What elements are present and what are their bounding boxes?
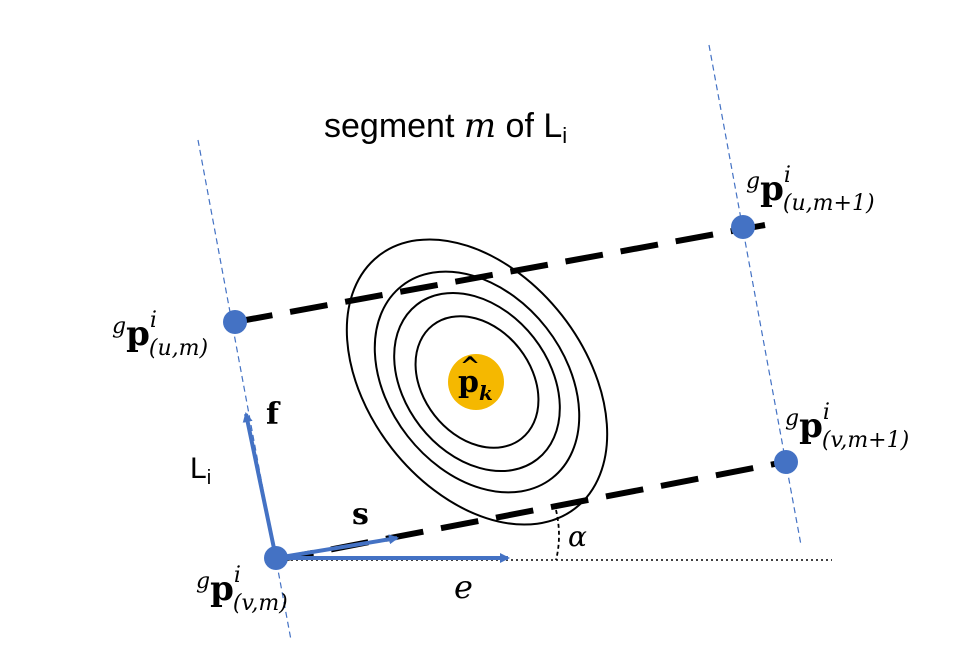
label-f: f [266,397,281,432]
segment-title: segment m of Li [324,106,567,148]
label-L-i: Li [190,452,211,489]
label-p-hat-k-hat: ^ [460,351,480,380]
label-p-hat-k: pk [458,365,493,405]
label-p-u-m1: gpi(u,m+1) [746,163,875,216]
point-u-m [223,310,247,334]
label-p-v-m1: gpi(v,m+1) [785,400,909,453]
contour-inner [414,315,540,449]
point-u-m1 [731,215,755,239]
label-alpha: α [568,520,587,553]
f-vector-arrow [242,412,278,559]
label-p-v-m: gpi(v,m) [196,563,288,616]
contour-outer [345,238,609,526]
upper-boundary-line [234,222,766,325]
point-v-m [264,546,288,570]
contour-third [373,270,581,494]
center-point-marker [448,354,504,410]
point-v-m1 [774,450,798,474]
label-e: e [454,568,473,606]
label-s: s [352,497,369,532]
label-p-u-m: gpi(u,m) [112,308,208,361]
contour-second [393,291,561,473]
s-vector-arrow [275,534,399,560]
covariance-contours [345,238,609,526]
